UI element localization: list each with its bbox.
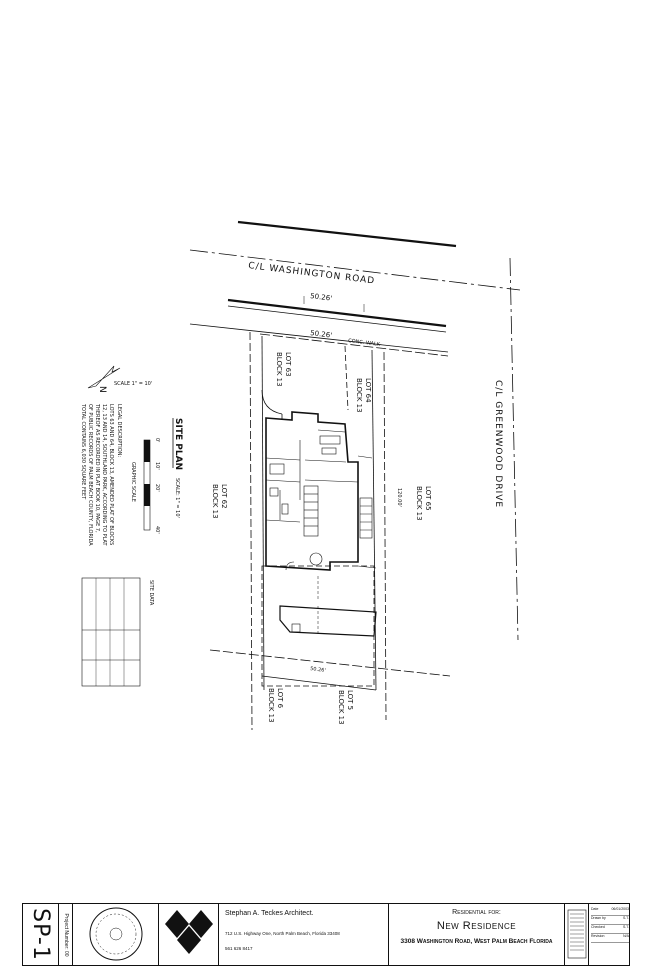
graphic-scale: GRAPHIC SCALE 0' 10' 20' 40'	[130, 438, 160, 534]
svg-text:LOT 63: LOT 63	[284, 352, 292, 377]
svg-text:LOT 62: LOT 62	[220, 484, 228, 509]
lot-64-label: LOT 64 BLOCK 13	[355, 378, 372, 413]
sheet-number: SP-1	[28, 908, 53, 961]
svg-text:BLOCK 13: BLOCK 13	[337, 690, 345, 725]
architect-seal	[89, 907, 143, 961]
entry-stoop	[359, 497, 373, 539]
driveway-curve	[261, 389, 283, 415]
svg-text:BLOCK 13: BLOCK 13	[355, 378, 363, 413]
svg-text:BLOCK 13: BLOCK 13	[275, 352, 283, 387]
architect-name: Stephan A. Teckes Architect.	[225, 910, 314, 917]
lot-line	[383, 351, 387, 721]
notes-hatch	[567, 909, 587, 959]
lot-line	[261, 335, 265, 691]
residential-for: Residential for:	[452, 909, 501, 916]
lot-62-label: LOT 62 BLOCK 13	[211, 484, 228, 519]
road-edge-line	[237, 220, 457, 248]
project-address: 3308 Washington Road, West Palm Beach Fl…	[400, 938, 553, 945]
architect-phone: 561 626 8417	[225, 946, 253, 951]
drive-label: C/L GREENWOOD DRIVE	[493, 380, 503, 508]
property-rear-line	[261, 675, 377, 691]
lot-65-label: LOT 65 BLOCK 13	[415, 486, 432, 521]
title-block: SP-1 Project Number: 00 Stephan A. Tecke…	[22, 903, 630, 966]
lot-63-label: LOT 63 BLOCK 13	[275, 352, 292, 387]
lot-line	[249, 331, 253, 731]
walk-label: CONC. WALK	[348, 338, 381, 348]
svg-text:BLOCK 13: BLOCK 13	[267, 688, 275, 723]
svg-text:TOTAL CONTAINS 6,030 SQUARE FE: TOTAL CONTAINS 6,030 SQUARE FEET	[80, 403, 86, 500]
lot-5-label: LOT 5 BLOCK 13	[337, 690, 354, 725]
lot-line	[371, 349, 377, 691]
property-front-line	[189, 323, 449, 353]
architect-address: 712 U.S. Highway One, North Palm Beach, …	[225, 931, 340, 936]
pool	[279, 605, 377, 637]
architect-logo	[165, 910, 213, 954]
property-rear-line	[209, 649, 451, 677]
svg-text:BLOCK 13: BLOCK 13	[211, 484, 219, 519]
lot-line	[344, 345, 349, 411]
dim-inner-label: 50.26'	[310, 329, 333, 340]
project-number-cell: Project Number: 00	[59, 904, 73, 965]
pool-deck-outline	[261, 565, 375, 687]
svg-text:THEREOF AS RECORDED IN PLAT BO: THEREOF AS RECORDED IN PLAT BOOK 10, PAG…	[94, 403, 100, 533]
drive-centerline	[509, 257, 519, 641]
lot-6-label: LOT 6 BLOCK 13	[267, 688, 284, 723]
site-data-table: SITE DATA	[81, 577, 154, 687]
dim-top-label: 50.26'	[310, 292, 333, 303]
project-info: Residential for: New Residence 3308 Wash…	[389, 904, 565, 965]
svg-text:SITE PLAN: SITE PLAN	[173, 418, 183, 470]
svg-text:GRAPHIC SCALE: GRAPHIC SCALE	[130, 462, 136, 502]
north-arrow	[87, 365, 121, 389]
notes-cell	[565, 904, 589, 965]
dim-bottom-label: 50.26'	[310, 666, 326, 674]
logo-cell	[159, 904, 219, 965]
svg-text:12, 13 AND 14, SOUTHLAND PARK,: 12, 13 AND 14, SOUTHLAND PARK, ACCORDING…	[101, 404, 107, 547]
seal-cell	[73, 904, 159, 965]
svg-text:BLOCK 13: BLOCK 13	[415, 486, 423, 521]
road-edge-line	[227, 298, 447, 328]
svg-text:LOT 65: LOT 65	[424, 486, 432, 511]
architect-info: Stephan A. Teckes Architect. 712 U.S. Hi…	[219, 904, 389, 965]
svg-text:LOT 6: LOT 6	[276, 688, 284, 709]
house-footprint	[265, 411, 359, 571]
legal-description: LEGAL DESCRIPTION: LOTS 63 AND 64, BLOCK…	[80, 403, 122, 547]
svg-text:20': 20'	[154, 484, 160, 492]
svg-text:LEGAL DESCRIPTION:: LEGAL DESCRIPTION:	[116, 404, 122, 457]
svg-text:SITE DATA: SITE DATA	[148, 580, 154, 606]
road-edge-line	[227, 305, 447, 333]
project-name: New Residence	[436, 920, 517, 932]
scale-note: SCALE 1" = 10'	[114, 381, 152, 387]
svg-text:40': 40'	[154, 526, 160, 534]
road-centerline	[189, 249, 521, 291]
dim-side-label: 120.00'	[396, 488, 402, 507]
site-plan-title-block: SITE PLAN SCALE: 1" = 10'	[172, 418, 183, 518]
svg-text:0': 0'	[154, 438, 160, 443]
project-number: Project Number: 00	[62, 912, 69, 957]
svg-text:LOT 64: LOT 64	[364, 378, 372, 403]
svg-text:10': 10'	[154, 462, 160, 470]
property-front-line	[259, 333, 449, 357]
north-label: N	[97, 386, 107, 393]
sheet-number-cell: SP-1	[23, 904, 59, 965]
svg-text:LOTS 63 AND 64, BLOCK 13, AMEN: LOTS 63 AND 64, BLOCK 13, AMENDED PLAT O…	[108, 404, 114, 545]
svg-text:OF PUBLIC RECORDS OF PALM BEAC: OF PUBLIC RECORDS OF PALM BEACH COUNTY, …	[87, 404, 93, 546]
svg-text:LOT 5: LOT 5	[346, 690, 354, 710]
svg-text:SCALE: 1" = 10': SCALE: 1" = 10'	[174, 478, 180, 518]
